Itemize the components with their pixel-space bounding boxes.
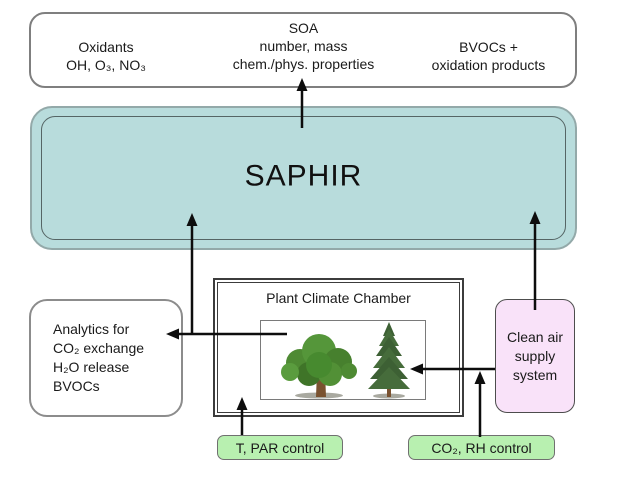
oxidants-label-group: Oxidants OH, O₃, NO₃	[31, 38, 181, 74]
soa-label-group: SOA number, mass chem./phys. properties	[191, 19, 416, 73]
bvocs-label-group: BVOCs + oxidation products	[406, 38, 571, 74]
analytics-box: Analytics for CO₂ exchange H₂O release B…	[29, 299, 183, 417]
analytics-line-3: H₂O release	[53, 359, 130, 375]
oxidants-title: Oxidants	[78, 39, 134, 55]
plant-climate-chamber-box: Plant Climate Chamber	[213, 278, 464, 417]
plant-climate-chamber-title: Plant Climate Chamber	[266, 290, 411, 306]
conifer-tree-image	[368, 322, 410, 399]
bvocs-title: BVOCs +	[459, 39, 518, 55]
bvocs-line2: oxidation products	[431, 57, 546, 73]
trees-picture	[260, 320, 426, 400]
outputs-box: Oxidants OH, O₃, NO₃ SOA number, mass ch…	[29, 12, 577, 88]
analytics-line-1: Analytics for	[53, 321, 130, 337]
t-par-control-box: T, PAR control	[217, 435, 343, 460]
trees-illustration	[281, 322, 410, 399]
deciduous-tree-image	[281, 334, 357, 399]
soa-line2: number, mass	[259, 38, 348, 54]
clean-air-supply-box: Clean air supply system	[495, 299, 575, 413]
co2-rh-control-label: CO₂, RH control	[431, 439, 532, 456]
soa-title: SOA	[288, 20, 319, 36]
clean-air-line-3: system	[512, 366, 558, 383]
t-par-control-label: T, PAR control	[235, 439, 325, 456]
arrow-co2rh-to-cleanair-line	[474, 371, 486, 437]
saphir-label: SAPHIR	[244, 159, 363, 193]
co2-rh-control-box: CO₂, RH control	[408, 435, 555, 460]
soa-line3: chem./phys. properties	[232, 56, 375, 72]
clean-air-line-2: supply	[514, 347, 556, 364]
clean-air-line-1: Clean air	[506, 328, 564, 345]
oxidants-species: OH, O₃, NO₃	[66, 57, 146, 73]
analytics-line-4: BVOCs	[53, 378, 100, 394]
analytics-line-2: CO₂ exchange	[53, 340, 145, 356]
saphir-inner-border	[41, 116, 566, 240]
saphir-chamber-box: SAPHIR	[30, 106, 577, 250]
plant-climate-chamber-inner: Plant Climate Chamber	[217, 282, 460, 413]
